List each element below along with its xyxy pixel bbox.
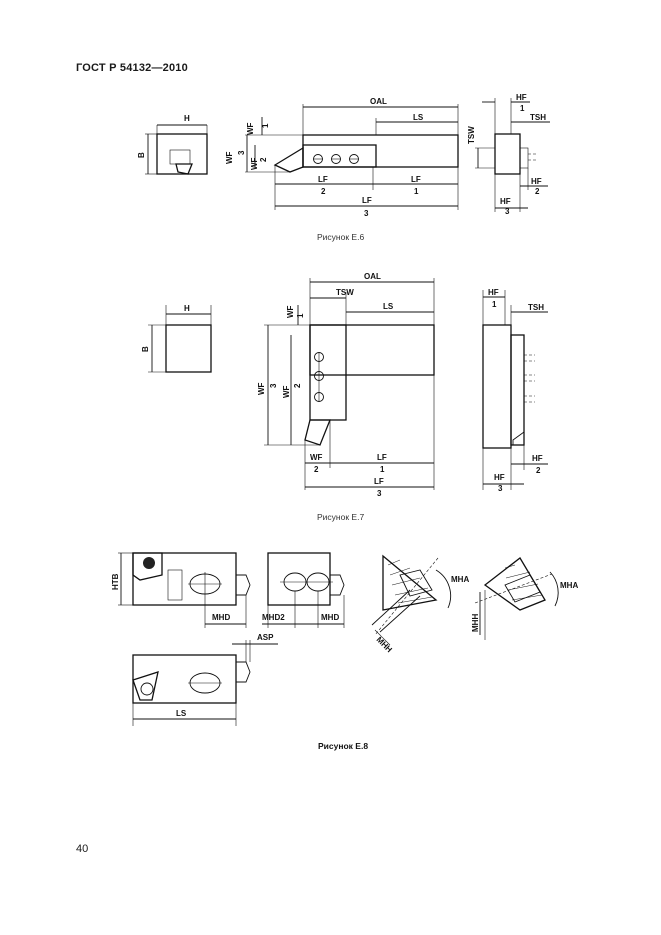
dimension-label: 2: [259, 157, 268, 162]
e6-insert: [273, 146, 304, 173]
figure-e7-caption: Рисунок Е.7: [317, 512, 365, 522]
dimension-label: WF: [310, 453, 323, 462]
e6-label-wf-top: WF: [246, 122, 255, 135]
dimension-label: ASP: [257, 633, 274, 642]
dimension-label: LS: [383, 302, 394, 311]
e6-label-h: H: [184, 114, 190, 123]
dimension-label: MHA: [451, 575, 469, 584]
dimension-label: LF: [362, 196, 372, 205]
dimension-label: 1: [414, 187, 419, 196]
dimension-label: 2: [293, 383, 302, 388]
dimension-label: 3: [498, 484, 503, 493]
dimension-label: B: [141, 346, 150, 352]
dimension-label: H: [184, 304, 190, 313]
dimension-label: 3: [377, 489, 382, 498]
dimension-label: LF: [377, 453, 387, 462]
dimension-label: WF: [286, 305, 295, 318]
dimension-label: MHA: [560, 581, 578, 590]
dimension-label: 1: [261, 123, 270, 128]
dimension-label: TSH: [530, 113, 546, 122]
dimension-label: HF: [532, 454, 543, 463]
e6-end-view-body: [156, 133, 208, 175]
dimension-label: MHD: [212, 613, 230, 622]
dimension-label: HF: [494, 473, 505, 482]
e6-label-b: B: [137, 152, 146, 158]
dimension-label: LF: [318, 175, 328, 184]
dimension-label: HF: [531, 177, 542, 186]
dimension-label: LS: [176, 709, 187, 718]
dimension-label: 1: [296, 313, 305, 318]
e8-holder-5: [132, 654, 237, 704]
dimension-label: MHD2: [262, 613, 285, 622]
dimension-label: 1: [380, 465, 385, 474]
dimension-label: 3: [269, 383, 278, 388]
dimension-label: TSW: [467, 126, 476, 144]
dimension-label: WF: [257, 382, 266, 395]
dimension-label: MHH: [375, 635, 394, 654]
figure-e8-caption: Рисунок Е.8: [318, 741, 369, 751]
dimension-label: HF: [516, 93, 527, 102]
dimension-label: MHD: [321, 613, 339, 622]
e6-label-wf-left: WF: [225, 151, 234, 164]
dimension-label: HTB: [111, 573, 120, 590]
dimension-label: 3: [237, 150, 246, 155]
dimension-label: HF: [488, 288, 499, 297]
dimension-label: WF: [282, 385, 291, 398]
e7-end-view-body: [165, 324, 212, 373]
dimension-label: LF: [374, 477, 384, 486]
e6-label-ls: LS: [413, 113, 424, 122]
dimension-label: WF: [250, 157, 259, 170]
dimension-label: 3: [364, 209, 369, 218]
dimension-label: OAL: [364, 272, 381, 281]
dimension-label: 2: [535, 187, 540, 196]
figure-e6-caption: Рисунок Е.6: [317, 232, 365, 242]
dimension-label: 3: [505, 207, 510, 216]
e8-holder-2: [267, 552, 331, 606]
dimension-label: 2: [314, 465, 319, 474]
document-header: ГОСТ Р 54132—2010: [76, 62, 188, 74]
dimension-label: MHH: [471, 614, 480, 632]
dimension-label: TSH: [528, 303, 544, 312]
dimension-label: 2: [536, 466, 541, 475]
e6-label-oal: OAL: [370, 97, 387, 106]
dimension-label: 2: [321, 187, 326, 196]
dimension-label: TSW: [336, 288, 354, 297]
dimension-label: 1: [492, 300, 497, 309]
dimension-label: LF: [411, 175, 421, 184]
dimension-label: 1: [520, 104, 525, 113]
dimension-label: HF: [500, 197, 511, 206]
page-number: 40: [76, 843, 89, 855]
